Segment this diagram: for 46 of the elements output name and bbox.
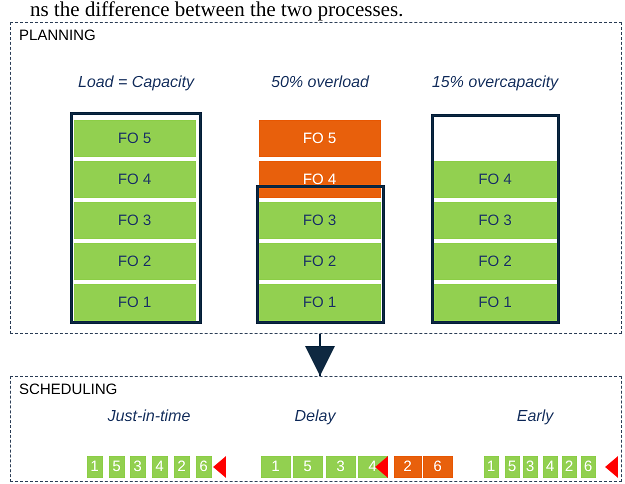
order-square: 6 [196, 456, 212, 478]
order-square: 5 [292, 456, 322, 478]
order-square: 3 [130, 456, 146, 478]
order-square: 5 [504, 456, 520, 478]
order-square: 4 [542, 456, 558, 478]
order-square: 6 [580, 456, 596, 478]
order-block: FO 3 [258, 202, 380, 238]
order-block: FO 2 [434, 242, 556, 280]
order-square: 6 [422, 456, 452, 478]
order-block: FO 5 [258, 120, 380, 156]
order-square: 2 [394, 456, 422, 478]
section-heading: Delay [294, 408, 336, 426]
capacity-frame [70, 112, 202, 324]
order-block: FO 4 [258, 160, 380, 198]
down-arrow [305, 334, 335, 376]
order-block: FO 5 [74, 120, 196, 156]
order-square: 4 [152, 456, 168, 478]
order-block: FO 2 [74, 242, 196, 280]
order-square: 3 [326, 456, 356, 478]
dashed-panel [10, 376, 622, 482]
order-square: 2 [562, 456, 576, 478]
section-heading: Early [516, 408, 554, 426]
column-heading: 50% overload [271, 74, 369, 92]
panel-title: PLANNING [19, 27, 96, 44]
order-block: FO 4 [74, 160, 196, 198]
order-block: FO 4 [434, 160, 556, 198]
section-heading: Just-in-time [108, 408, 190, 426]
capacity-frame [256, 184, 384, 324]
dashed-panel [10, 22, 622, 334]
order-square: 1 [260, 456, 290, 478]
order-block: FO 2 [258, 242, 380, 280]
column-heading: Load = Capacity [78, 74, 194, 92]
order-block: FO 3 [74, 202, 196, 238]
order-square: 1 [86, 456, 102, 478]
capacity-frame [430, 114, 560, 324]
order-block: FO 1 [434, 284, 556, 320]
sentence-fragment: ns the difference between the two processes. [30, 0, 404, 22]
order-square: 1 [484, 456, 498, 478]
order-square: 5 [108, 456, 124, 478]
order-block: FO 3 [434, 202, 556, 238]
order-square: 3 [522, 456, 538, 478]
order-square: 2 [174, 456, 190, 478]
order-block: FO 1 [258, 284, 380, 320]
panel-title: SCHEDULING [19, 381, 118, 398]
order-block: FO 1 [74, 284, 196, 320]
column-heading: 15% overcapacity [432, 74, 558, 92]
